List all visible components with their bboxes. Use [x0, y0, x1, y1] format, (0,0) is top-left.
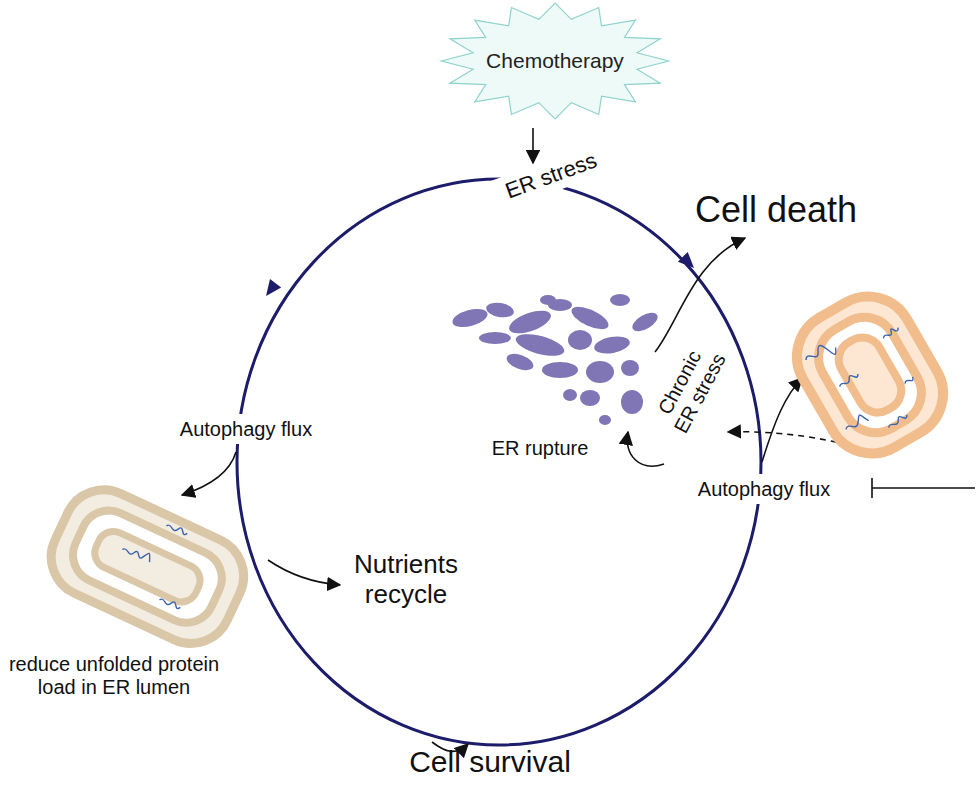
- er-organelle: [38, 477, 257, 657]
- inhibition-line: [872, 478, 975, 498]
- cycle-arrowhead: [678, 252, 694, 268]
- outcome-label: Cell death: [666, 189, 886, 230]
- outcome-label: Cell survival: [370, 745, 610, 780]
- cycle-arrowhead: [266, 279, 281, 296]
- node-text: Chemotherapy: [486, 49, 624, 73]
- cycle-ring: [237, 179, 761, 745]
- starburst-node: Chemotherapy: [439, 2, 671, 120]
- note-label: reduce unfolded protein load in ER lumen: [3, 653, 225, 699]
- process-label: Autophagy flux: [151, 418, 341, 441]
- arrow: [762, 378, 802, 462]
- er-fragments: [451, 294, 661, 425]
- arrow: [268, 560, 340, 585]
- stressed-er: [781, 280, 960, 470]
- process-label: Nutrients recycle: [326, 550, 486, 610]
- arrow: [627, 432, 664, 466]
- arrow: [532, 128, 534, 163]
- stage-label: Chronic ER stress: [646, 333, 734, 443]
- process-label: ER rupture: [480, 437, 600, 460]
- arrow: [655, 238, 745, 352]
- arrow: [182, 452, 236, 495]
- process-label: Autophagy flux: [666, 478, 862, 501]
